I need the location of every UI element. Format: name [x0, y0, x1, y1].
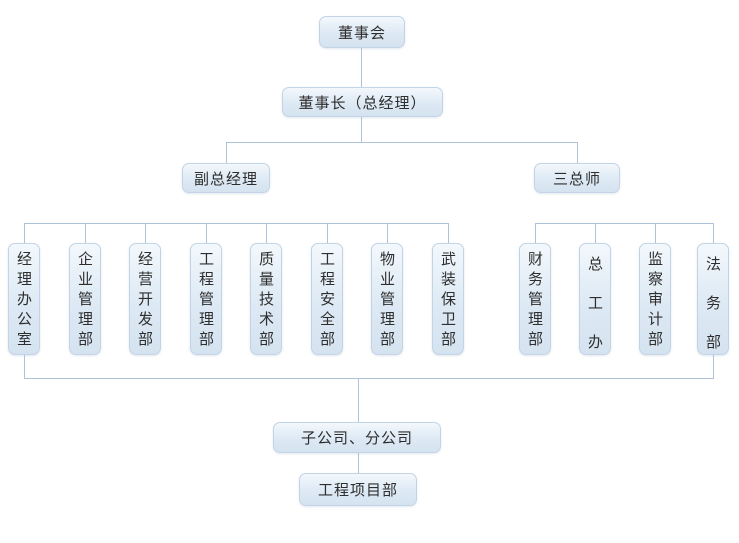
- connector-right-down: [713, 355, 714, 378]
- armed-security-box: 武装保卫部: [432, 243, 464, 355]
- connector-branch-rail: [226, 142, 578, 143]
- connector-stub: [24, 223, 25, 243]
- connector-stub: [535, 223, 536, 243]
- engineering-mgmt-box: 工程管理部: [190, 243, 222, 355]
- connector-stub: [713, 223, 714, 243]
- chief-engineer-office-box: 总工办: [579, 243, 611, 373]
- property-mgmt-box: 物业管理部: [371, 243, 403, 355]
- engineering-safety-box: 工程安全部: [311, 243, 343, 355]
- connector-stub: [266, 223, 267, 243]
- connector-stub: [85, 223, 86, 243]
- enterprise-mgmt-box: 企业管理部: [69, 243, 101, 355]
- three-chiefs-box: 三总师: [534, 163, 620, 193]
- connector-left-down: [24, 355, 25, 378]
- business-dev-box: 经营开发部: [129, 243, 161, 355]
- connector-chairman-down: [361, 117, 362, 142]
- connector-right-rail: [535, 223, 714, 224]
- finance-mgmt-box: 财务管理部: [519, 243, 551, 355]
- manager-office-box: 经理办公室: [8, 243, 40, 355]
- connector-to-three-chiefs: [577, 142, 578, 163]
- connector-stub: [145, 223, 146, 243]
- connector-bottom-rail: [24, 378, 714, 379]
- legal-box: 法务部: [697, 243, 729, 373]
- connector-root-chairman: [361, 48, 362, 87]
- chairman-box: 董事长（总经理）: [282, 87, 443, 117]
- connector-stub: [448, 223, 449, 243]
- connector-stub: [327, 223, 328, 243]
- connector-stub: [387, 223, 388, 243]
- subsidiaries-box: 子公司、分公司: [273, 422, 441, 453]
- connector-to-deputy-gm: [226, 142, 227, 163]
- supervision-audit-box: 监察审计部: [639, 243, 671, 355]
- connector-stub: [595, 223, 596, 243]
- connector-subsidiaries-project: [358, 453, 359, 473]
- deputy-gm-box: 副总经理: [182, 163, 270, 193]
- connector-stub: [655, 223, 656, 243]
- connector-left-rail: [24, 223, 449, 224]
- connector-to-subsidiaries: [358, 378, 359, 422]
- connector-stub: [206, 223, 207, 243]
- project-dept-box: 工程项目部: [299, 473, 417, 506]
- board-box: 董事会: [319, 16, 405, 48]
- quality-tech-box: 质量技术部: [250, 243, 282, 355]
